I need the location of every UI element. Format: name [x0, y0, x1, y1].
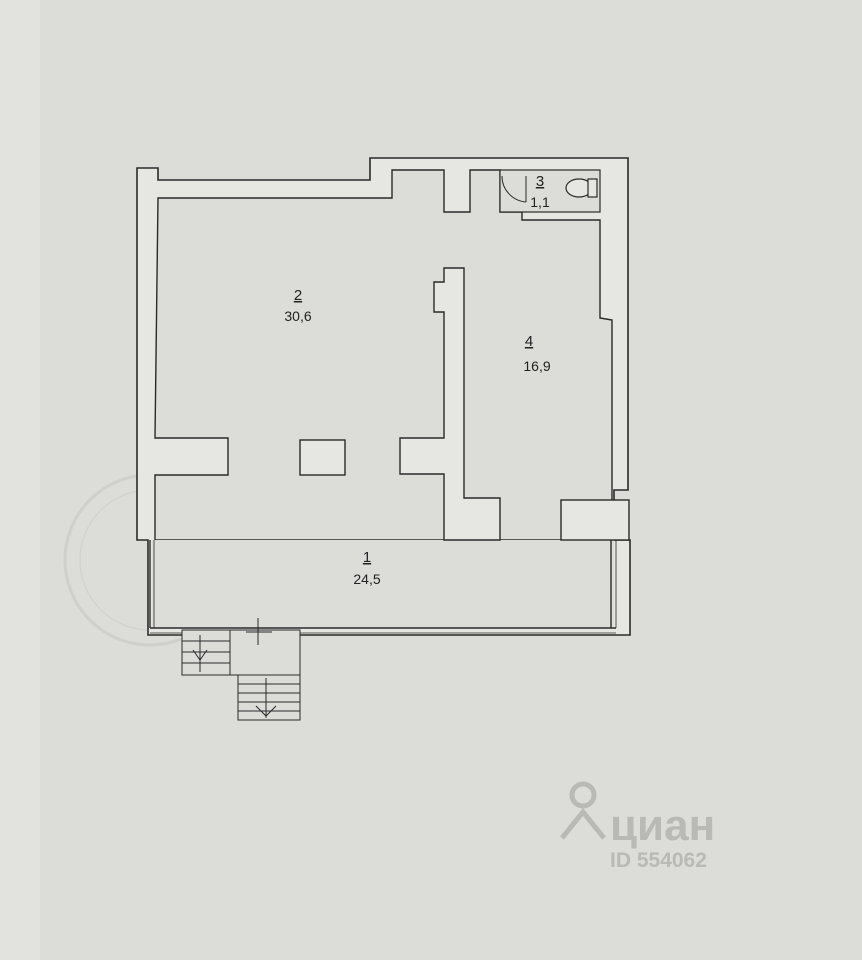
room-label-3: 3 1,1	[530, 173, 550, 210]
room-3-number: 3	[536, 173, 544, 190]
room-4-area: 16,9	[523, 358, 550, 374]
room-1-number: 1	[363, 549, 371, 566]
door-swing-icon	[501, 175, 527, 203]
column	[299, 439, 346, 476]
room-label-4: 4 16,9	[523, 333, 550, 374]
room-label-1: 1 24,5	[353, 549, 380, 587]
room-label-2: 2 30,6	[284, 287, 311, 324]
room-1-area: 24,5	[353, 571, 380, 587]
room-1-space	[152, 540, 614, 628]
room-4-number: 4	[525, 333, 533, 350]
room-3-area: 1,1	[530, 194, 550, 210]
paper-left-edge	[0, 0, 40, 960]
right-pier	[560, 499, 630, 541]
watermark-id: ID 554062	[610, 849, 707, 872]
toilet-icon	[565, 178, 598, 198]
interior-space	[154, 169, 613, 541]
cian-watermark: циан ID 554062	[560, 781, 715, 872]
room-2-number: 2	[294, 287, 302, 304]
partition-wall	[399, 267, 501, 541]
room-2-area: 30,6	[284, 308, 311, 324]
map-pin-icon	[560, 781, 606, 840]
watermark-brand: циан	[610, 801, 715, 850]
entrance-stairs	[181, 618, 301, 721]
